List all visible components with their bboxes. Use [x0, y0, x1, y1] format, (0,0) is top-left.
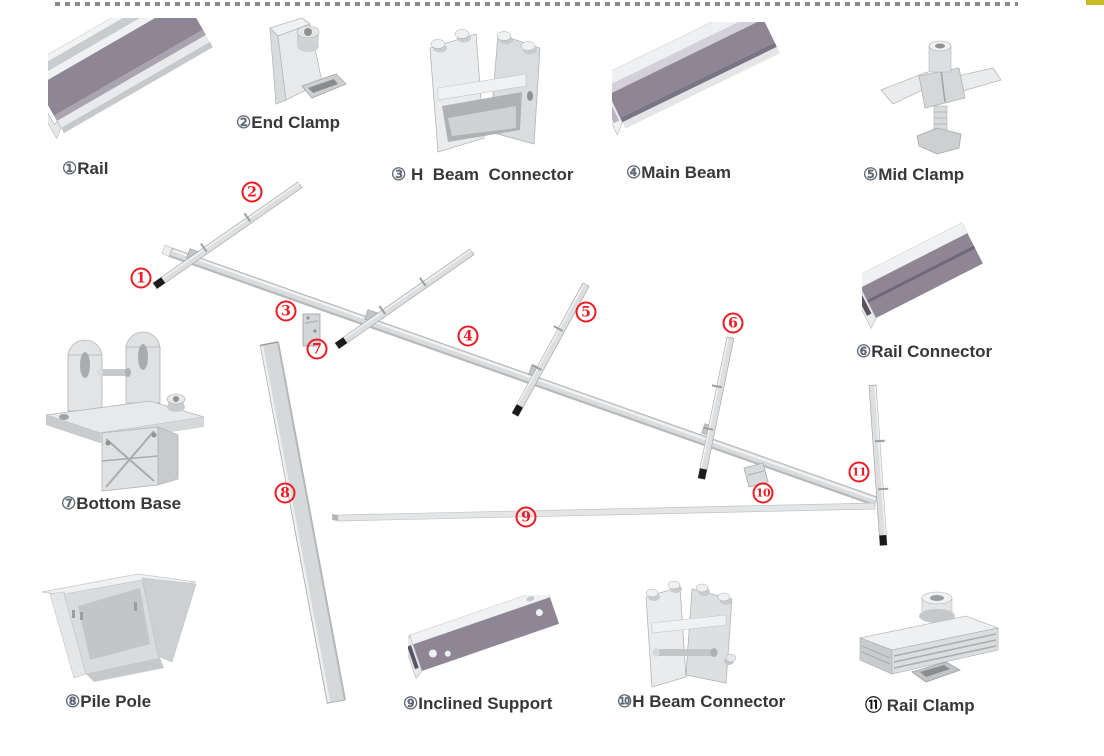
main-beam-image [612, 22, 780, 136]
part-label-mid-clamp: ⑤Mid Clamp [863, 165, 965, 185]
callout-5: 5 [575, 301, 597, 323]
part-label-inclined-support: ⑨Inclined Support [403, 694, 553, 714]
rails [152, 181, 889, 546]
circled-number-8: ⑧ [65, 692, 81, 711]
circled-number-10: ⑩ [617, 692, 633, 711]
mid-clamp-image [880, 40, 1002, 155]
part-label-end-clamp: ②End Clamp [236, 113, 341, 133]
circled-number-5: ⑤ [863, 165, 879, 184]
part-label-h-beam-connector: ③ H Beam Connector [391, 165, 574, 185]
pile-pole-image [41, 573, 197, 682]
circled-number-9: ⑨ [403, 694, 419, 713]
callout-10: 10 [752, 482, 774, 504]
circled-number-3: ③ [391, 165, 407, 184]
bottom-base-image [45, 331, 205, 492]
part-name-mid-clamp: Mid Clamp [878, 165, 965, 184]
callout-9: 9 [515, 506, 537, 528]
circled-number-2: ② [236, 113, 252, 132]
rail-clamp-image [858, 591, 1000, 683]
part-label-h-beam-connector-2: ⑩H Beam Connector [617, 692, 786, 712]
part-label-rail-clamp: ⑪ Rail Clamp [865, 696, 975, 716]
h-beam-connector-2-image [645, 580, 737, 688]
part-name-rail-connector: Rail Connector [871, 342, 993, 361]
inclined-support-image [408, 595, 560, 679]
part-name-rail-clamp: Rail Clamp [882, 696, 975, 715]
bracket-connector [302, 313, 321, 347]
corner-yellow-dash [1086, 0, 1104, 5]
rail-image [48, 18, 213, 140]
callout-3: 3 [275, 300, 297, 322]
callout-11: 11 [848, 461, 870, 483]
circled-number-6: ⑥ [856, 342, 872, 361]
part-name-h-beam-connector: H Beam Connector [406, 165, 574, 184]
h-beam-connector-image [429, 29, 541, 153]
part-name-inclined-support: Inclined Support [418, 694, 553, 713]
callout-1: 1 [130, 267, 152, 289]
part-label-rail-connector: ⑥Rail Connector [856, 342, 993, 362]
callout-6: 6 [722, 312, 744, 334]
circled-number-7: ⑦ [61, 494, 77, 513]
part-name-bottom-base: Bottom Base [76, 494, 182, 513]
bolts [645, 580, 737, 665]
pile-pole-assembly [259, 341, 346, 704]
circled-number-4: ④ [626, 163, 642, 182]
callout-2: 2 [241, 181, 263, 203]
part-label-pile-pole: ⑧Pile Pole [65, 692, 152, 712]
part-label-bottom-base: ⑦Bottom Base [61, 494, 182, 514]
part-label-main-beam: ④Main Beam [626, 163, 731, 183]
circled-number-11: ⑪ [865, 696, 882, 715]
top-dashed-border [55, 2, 1018, 6]
bolts [430, 29, 537, 55]
part-name-end-clamp: End Clamp [251, 113, 341, 132]
callout-8: 8 [274, 482, 296, 504]
circled-number-1: ① [62, 159, 78, 178]
part-name-pile-pole: Pile Pole [80, 692, 152, 711]
end-clamp-image [269, 17, 347, 105]
part-label-rail: ①Rail [62, 159, 109, 179]
callout-4: 4 [457, 325, 479, 347]
support-connector [743, 462, 769, 488]
part-name-h-beam-connector-2: H Beam Connector [632, 692, 786, 711]
beam-clamp-blocks [186, 248, 715, 437]
part-name-rail: Rail [77, 159, 109, 178]
callout-7: 7 [306, 338, 328, 360]
rail-connector-image [862, 222, 983, 330]
part-name-main-beam: Main Beam [641, 163, 731, 182]
inclined-support-assembly [332, 502, 876, 522]
